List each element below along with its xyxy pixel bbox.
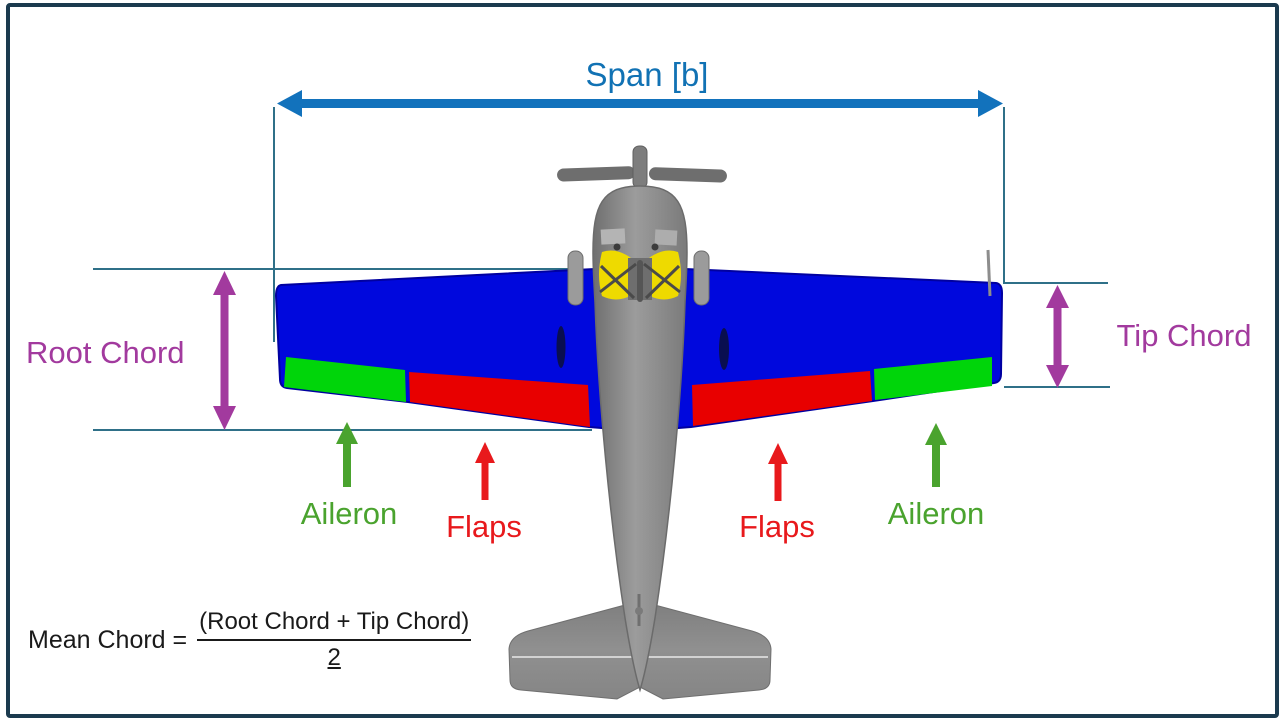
formula-fraction: (Root Chord + Tip Chord) 2 [197, 608, 472, 672]
aileron-label-left: Aileron [300, 496, 398, 531]
left-wheel [567, 250, 584, 306]
tip-chord-arrowhead-top [1046, 285, 1069, 308]
formula-lhs: Mean Chord = [28, 625, 188, 654]
fuselage [592, 185, 688, 693]
cockpit-detail-dot-left [613, 243, 621, 251]
right-flap-surface [692, 371, 872, 426]
propeller-blade-right [648, 167, 727, 183]
left-aileron-arrow-shaft [343, 441, 351, 487]
windshield-panel-left [600, 228, 626, 245]
span-arrow-shaft [296, 99, 989, 108]
left-flaps-arrowhead [475, 442, 495, 463]
left-aileron-arrowhead [336, 422, 358, 444]
aileron-label-right: Aileron [887, 496, 985, 531]
root-chord-arrow-shaft [220, 290, 229, 410]
left-aileron-surface [284, 357, 406, 402]
tail-rudder-dot [635, 607, 643, 615]
span-arrow [277, 90, 1003, 117]
span-arrowhead-right [978, 90, 1003, 117]
right-wheel [693, 250, 710, 306]
wingtip-antenna [986, 249, 992, 297]
cabin-center-stick [637, 260, 643, 302]
span-arrowhead-left [277, 90, 302, 117]
engine-strut-right-2 [644, 264, 681, 300]
aileron-arrows [336, 422, 947, 487]
propeller [557, 145, 727, 189]
root-chord-arrowhead-bottom [213, 406, 236, 430]
root-chord-arrowhead-top [213, 271, 236, 295]
right-aileron-surface [874, 357, 992, 400]
right-aileron-arrowhead [925, 423, 947, 445]
formula-denominator: 2 [327, 644, 341, 671]
tip-chord-arrow-shaft [1053, 304, 1062, 368]
right-wing-hinge-mark [719, 328, 729, 370]
left-flaps-arrow-shaft [481, 461, 489, 500]
left-wing-hinge-mark [556, 326, 566, 368]
flaps-arrows [475, 442, 788, 501]
flaps-label-right: Flaps [739, 509, 815, 544]
engine-strut-left-2 [599, 264, 636, 300]
right-aileron-arrow-shaft [932, 442, 940, 487]
root-chord-arrow [213, 271, 236, 430]
tip-chord-arrowhead-bottom [1046, 365, 1069, 388]
tip-chord-label: Tip Chord [1116, 318, 1252, 353]
engine-details [599, 250, 681, 302]
flaps-label-left: Flaps [446, 509, 522, 544]
windshield-panel-right [654, 229, 678, 246]
formula-numerator: (Root Chord + Tip Chord) [197, 608, 472, 641]
left-flap-surface [409, 372, 590, 427]
aircraft-illustration [275, 145, 1003, 700]
span-label: Span [b] [585, 56, 709, 93]
engine-strut-right-1 [643, 262, 681, 294]
right-flaps-arrow-shaft [774, 462, 782, 501]
right-flaps-arrowhead [768, 443, 788, 464]
engine-strut-left-1 [599, 262, 637, 294]
diagram-frame-border [6, 3, 1279, 718]
tip-chord-arrow [1046, 285, 1069, 388]
mean-chord-formula: Mean Chord = (Root Chord + Tip Chord) 2 [28, 608, 472, 672]
cockpit-detail-dot-right [651, 243, 659, 251]
root-chord-label: Root Chord [26, 335, 185, 370]
propeller-blade-left [557, 166, 636, 182]
